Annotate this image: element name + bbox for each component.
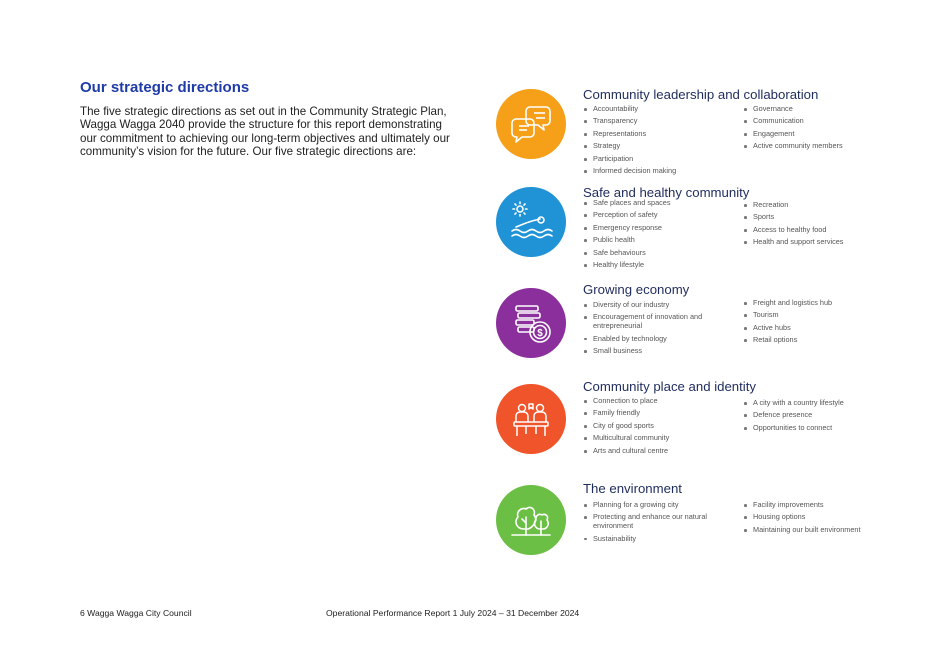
list-item: Enabled by technology <box>584 334 730 344</box>
direction-title: Growing economy <box>583 282 690 297</box>
list-item: Safe places and spaces <box>584 198 730 208</box>
svg-text:$: $ <box>537 328 543 339</box>
list-item: Retail options <box>744 336 876 345</box>
list-item: Engagement <box>744 129 876 139</box>
list-item: Public health <box>584 236 730 245</box>
direction-list-left: Connection to place Family friendly City… <box>584 396 730 459</box>
coins-icon: $ <box>496 288 566 358</box>
direction-list-right: Recreation Sports Access to healthy food… <box>744 200 876 251</box>
list-item: Arts and cultural centre <box>584 446 730 456</box>
list-item: Connection to place <box>584 396 730 406</box>
list-item: Governance <box>744 104 876 114</box>
list-item: City of good sports <box>584 421 730 431</box>
direction-list-right: Facility improvements Housing options Ma… <box>744 500 876 538</box>
direction-title: Community leadership and collaboration <box>583 87 819 102</box>
direction-list-left: Planning for a growing city Protecting a… <box>584 500 730 547</box>
list-item: Maintaining our built environment <box>744 525 876 535</box>
list-item: Freight and logistics hub <box>744 298 876 308</box>
list-item: Facility improvements <box>744 500 876 510</box>
direction-title: Safe and healthy community <box>583 185 750 200</box>
list-item: Emergency response <box>584 223 730 233</box>
list-item: Sustainability <box>584 534 730 544</box>
list-item: Communication <box>744 117 876 126</box>
list-item: Recreation <box>744 200 876 210</box>
list-item: Access to healthy food <box>744 225 876 235</box>
list-item: Small business <box>584 346 730 356</box>
list-item: Diversity of our industry <box>584 300 730 310</box>
list-item: Family friendly <box>584 409 730 418</box>
list-item: Protecting and enhance our natural envir… <box>584 513 730 530</box>
list-item: Safe behaviours <box>584 248 730 258</box>
list-item: Active hubs <box>744 323 876 333</box>
list-item: Tourism <box>744 311 876 320</box>
list-item: Encouragement of innovation and entrepre… <box>584 313 730 330</box>
swimmer-icon <box>496 187 566 257</box>
footer-report-title: Operational Performance Report 1 July 20… <box>326 608 580 618</box>
list-item: Health and support services <box>744 238 876 247</box>
direction-list-right: A city with a country lifestyle Defence … <box>744 398 876 436</box>
list-item: Multicultural community <box>584 434 730 443</box>
list-item: Accountability <box>584 104 730 114</box>
direction-list-left: Safe places and spaces Perception of saf… <box>584 198 730 274</box>
list-item: Defence presence <box>744 411 876 420</box>
list-item: Healthy lifestyle <box>584 261 730 270</box>
speech-bubbles-icon <box>496 89 566 159</box>
list-item: A city with a country lifestyle <box>744 398 876 408</box>
intro-paragraph: The five strategic directions as set out… <box>80 105 450 159</box>
section-heading: Our strategic directions <box>80 79 250 96</box>
list-item: Transparency <box>584 117 730 126</box>
direction-list-left: Accountability Transparency Representati… <box>584 104 730 180</box>
list-item: Planning for a growing city <box>584 500 730 510</box>
list-item: Housing options <box>744 513 876 522</box>
people-meeting-icon <box>496 384 566 454</box>
direction-title: Community place and identity <box>583 379 756 394</box>
direction-title: The environment <box>583 481 682 496</box>
trees-icon <box>496 485 566 555</box>
direction-list-right: Governance Communication Engagement Acti… <box>744 104 876 155</box>
list-item: Perception of safety <box>584 211 730 220</box>
direction-list-right: Freight and logistics hub Tourism Active… <box>744 298 876 349</box>
list-item: Representations <box>584 129 730 139</box>
list-item: Opportunities to connect <box>744 423 876 433</box>
list-item: Strategy <box>584 142 730 151</box>
list-item: Sports <box>744 213 876 222</box>
list-item: Informed decision making <box>584 167 730 176</box>
footer-page-label: 6 Wagga Wagga City Council <box>80 608 192 618</box>
direction-list-left: Diversity of our industry Encouragement … <box>584 300 730 360</box>
list-item: Participation <box>584 154 730 164</box>
list-item: Active community members <box>744 142 876 151</box>
